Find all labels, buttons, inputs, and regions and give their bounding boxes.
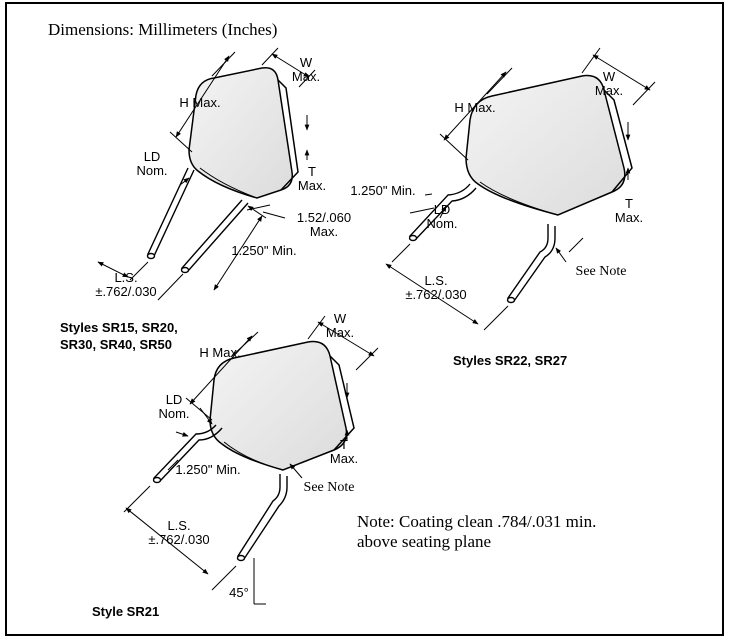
sr15-min-length-label: 1.250" Min. bbox=[231, 243, 297, 258]
sr22-ls-label: L.S. ±.762/.030 bbox=[405, 273, 467, 302]
sr22-see-note-label: See Note bbox=[575, 264, 627, 279]
sr22-h-label: H Max. bbox=[454, 100, 496, 115]
sr15-dimension-lines bbox=[97, 47, 316, 301]
sr21-min-length-label: 1.250" Min. bbox=[175, 462, 241, 477]
sr21-h-label: H Max. bbox=[199, 345, 241, 360]
sr15-t-label: T Max. bbox=[297, 164, 327, 193]
sr21-see-note-label: See Note bbox=[303, 480, 355, 495]
sr21-ld-label: LD Nom. bbox=[158, 392, 190, 421]
sr22-w-label: W Max. bbox=[594, 69, 624, 98]
sr15-caption: Styles SR15, SR20, SR30, SR40, SR50 bbox=[60, 320, 178, 352]
coating-note: Note: Coating clean .784/.031 min. above… bbox=[357, 512, 597, 551]
sr22-t-label: T Max. bbox=[614, 196, 644, 225]
sr15-ls-label: L.S. ±.762/.030 bbox=[95, 270, 157, 299]
sr15-body bbox=[188, 67, 294, 199]
sr21-w-label: W Max. bbox=[325, 311, 355, 340]
sr15-lead-gap-label: 1.52/.060 Max. bbox=[296, 210, 352, 239]
sr22-ld-label: LD Nom. bbox=[426, 202, 458, 231]
sr21-leads bbox=[152, 424, 288, 562]
sr22-min-length-label: 1.250" Min. bbox=[350, 183, 416, 198]
sr21-dimension-lines bbox=[123, 315, 379, 605]
sr22-leads bbox=[408, 183, 556, 304]
sr22-dimension-lines bbox=[385, 47, 656, 331]
sr15-h-label: H Max. bbox=[179, 95, 221, 110]
page-title: Dimensions: Millimeters (Inches) bbox=[48, 20, 278, 39]
sr21-ls-label: L.S. ±.762/.030 bbox=[148, 518, 210, 547]
sr22-caption: Styles SR22, SR27 bbox=[453, 353, 568, 368]
sr21-caption: Style SR21 bbox=[92, 604, 160, 619]
sr15-w-label: W Max. bbox=[291, 55, 321, 84]
diagram-frame bbox=[5, 2, 724, 636]
sr21-angle-label: 45° bbox=[229, 585, 249, 600]
sr15-ld-label: LD Nom. bbox=[136, 149, 168, 178]
sr21-t-label: T Max. bbox=[329, 437, 359, 466]
